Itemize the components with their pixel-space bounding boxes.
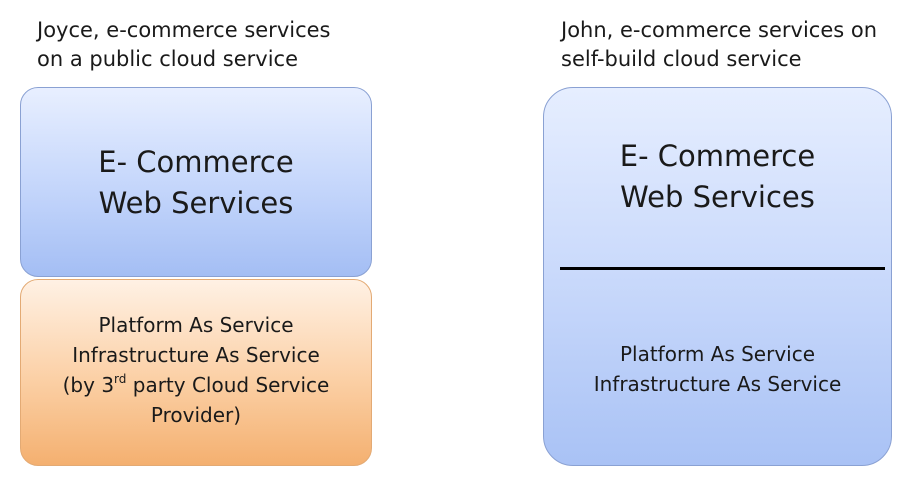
left-platform-label: Platform As Service Infrastructure As Se… — [20, 310, 372, 430]
left-ecommerce-label-line-1: E- Commerce — [98, 145, 294, 179]
section-divider — [560, 267, 885, 270]
self-build-cloud-box — [543, 87, 892, 466]
ecommerce-web-services-box — [20, 87, 372, 277]
left-platform-line-1: Platform As Service — [98, 313, 294, 337]
third-party-platform-box — [20, 279, 372, 466]
right-caption-line-2: self-build cloud service — [561, 47, 802, 71]
right-platform-line-2: Infrastructure As Service — [593, 372, 842, 396]
left-platform-line-3: (by 3rd party Cloud Service — [20, 370, 372, 400]
left-platform-line-4: Provider) — [150, 403, 242, 427]
left-ecommerce-label-line-2: Web Services — [98, 186, 294, 220]
left-platform-line-2: Infrastructure As Service — [72, 343, 320, 367]
left-platform-line-3-suffix: party Cloud Service — [126, 373, 330, 397]
right-ecommerce-label: E- Commerce Web Services — [543, 136, 892, 218]
left-caption: Joyce, e-commerce services on a public c… — [37, 16, 331, 74]
right-platform-line-1: Platform As Service — [619, 342, 816, 366]
left-ecommerce-label: E- Commerce Web Services — [20, 142, 372, 224]
right-ecommerce-label-line-2: Web Services — [620, 180, 815, 214]
right-platform-label: Platform As Service Infrastructure As Se… — [543, 339, 892, 399]
left-caption-line-2: on a public cloud service — [37, 47, 299, 71]
left-platform-line-3-prefix: (by 3 — [62, 373, 115, 397]
right-caption-line-1: John, e-commerce services on — [561, 18, 878, 42]
left-platform-line-3-sup: rd — [114, 372, 127, 387]
right-ecommerce-label-line-1: E- Commerce — [619, 139, 816, 173]
right-caption: John, e-commerce services on self-build … — [561, 16, 877, 74]
left-caption-line-1: Joyce, e-commerce services — [37, 18, 331, 42]
